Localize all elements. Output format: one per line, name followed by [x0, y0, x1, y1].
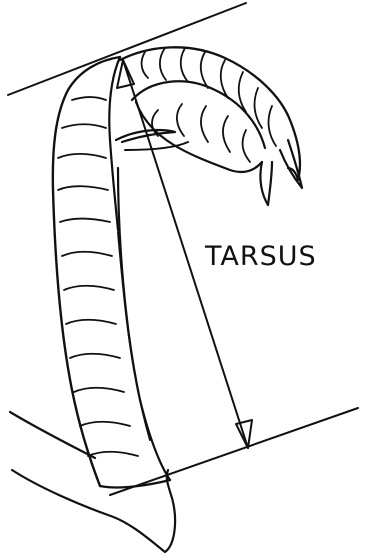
tarsus-label: TARSUS: [204, 241, 317, 272]
lower-reference-line: [110, 408, 358, 495]
upper-reference-line: [8, 3, 246, 95]
arrowhead-top: [117, 60, 134, 88]
